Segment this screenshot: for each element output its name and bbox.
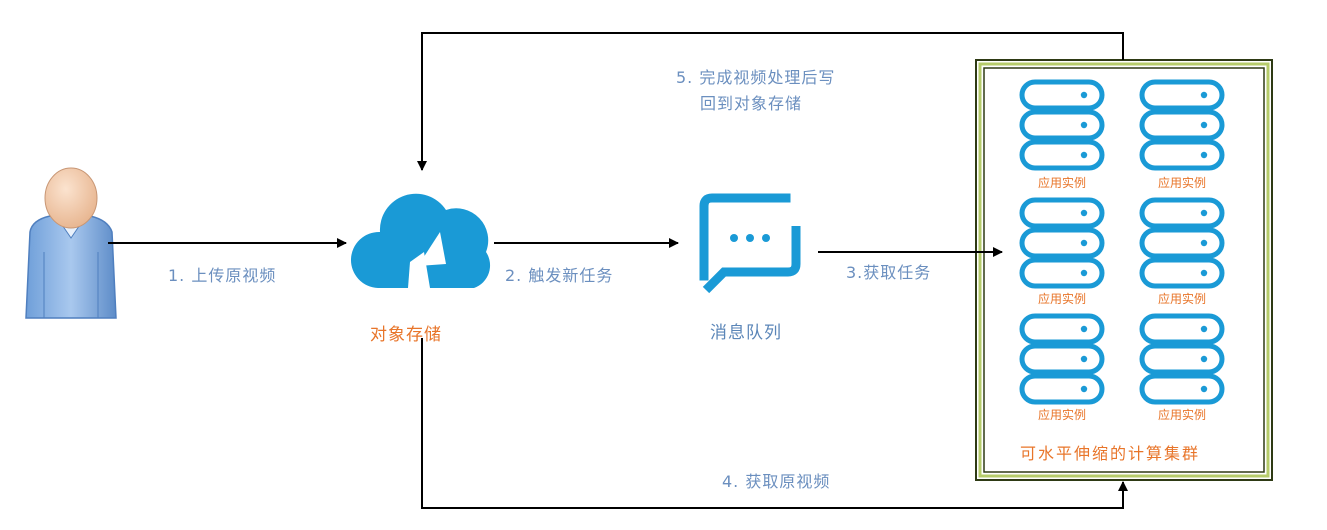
instance-label: 应用实例 xyxy=(1037,292,1086,306)
message-queue-label: 消息队列 xyxy=(710,323,782,343)
edge-label-write-back-line2: 回到对象存储 xyxy=(700,94,803,113)
server-icon xyxy=(1142,316,1222,402)
edge-label-write-back-line1: 5. 完成视频处理后写 xyxy=(676,68,836,87)
instance-label: 应用实例 xyxy=(1037,408,1086,422)
cloud-upload-icon xyxy=(350,193,491,288)
edge-label-upload: 1. 上传原视频 xyxy=(168,266,277,285)
edge-label-fetch-task: 3.获取任务 xyxy=(846,263,932,282)
server-icon xyxy=(1022,200,1102,286)
server-icon xyxy=(1022,82,1102,168)
instance-label: 应用实例 xyxy=(1037,176,1086,190)
cluster-label: 可水平伸缩的计算集群 xyxy=(1020,444,1201,463)
instance-label: 应用实例 xyxy=(1157,292,1206,306)
compute-cluster-box xyxy=(975,59,1273,481)
edge-label-fetch-video: 4. 获取原视频 xyxy=(722,472,831,491)
instance-label: 应用实例 xyxy=(1157,408,1206,422)
server-icon xyxy=(1142,200,1222,286)
server-icon xyxy=(1022,316,1102,402)
edge-write-back xyxy=(417,32,1124,171)
edge-label-trigger: 2. 触发新任务 xyxy=(505,266,614,285)
edge-fetch-video xyxy=(421,338,1128,509)
instance-label: 应用实例 xyxy=(1157,176,1206,190)
user-icon xyxy=(25,167,117,319)
server-icon xyxy=(1142,82,1222,168)
message-queue-icon xyxy=(699,193,801,294)
object-storage-label: 对象存储 xyxy=(370,325,442,345)
